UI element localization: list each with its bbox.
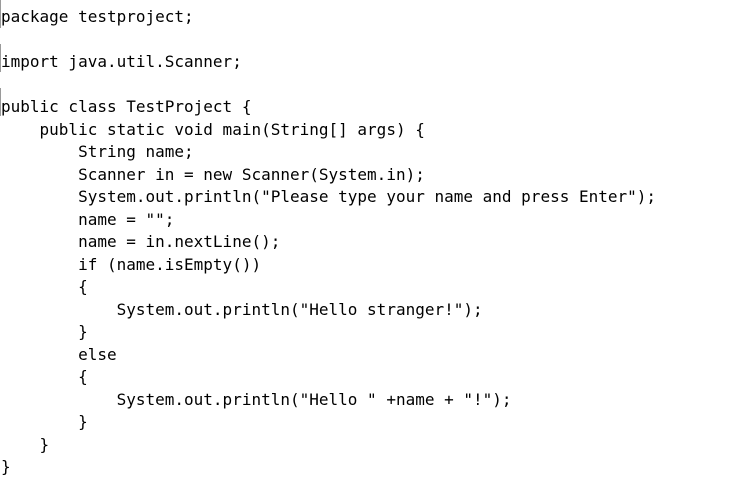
code-line: name = in.nextLine(); bbox=[1, 232, 281, 251]
code-line: } bbox=[1, 322, 88, 341]
code-line: } bbox=[1, 412, 88, 431]
code-line: if (name.isEmpty()) bbox=[1, 254, 262, 274]
code-line: public static void main(String[] args) { bbox=[1, 119, 425, 139]
code-line: { bbox=[1, 277, 88, 296]
code-line: } bbox=[1, 434, 50, 454]
code-line bbox=[1, 74, 656, 97]
code-line: System.out.println("Hello stranger!"); bbox=[1, 299, 483, 319]
code-line: import java.util.Scanner; bbox=[1, 52, 242, 71]
line-marker bbox=[0, 44, 1, 72]
line-marker bbox=[0, 88, 1, 116]
code-line: { bbox=[1, 367, 88, 386]
code-line: System.out.println("Please type your nam… bbox=[1, 187, 657, 206]
code-text[interactable]: package testproject; import java.util.Sca… bbox=[1, 6, 656, 479]
code-line: } bbox=[1, 457, 11, 476]
code-line: else bbox=[1, 344, 117, 364]
code-line: name = ""; bbox=[1, 209, 175, 229]
code-line: public class TestProject { bbox=[1, 97, 252, 116]
code-line: package testproject; bbox=[1, 7, 194, 26]
line-marker bbox=[0, 0, 1, 28]
code-line bbox=[1, 29, 656, 52]
code-line: System.out.println("Hello " +name + "!")… bbox=[1, 389, 512, 409]
code-line: String name; bbox=[1, 142, 194, 161]
code-line: Scanner in = new Scanner(System.in); bbox=[1, 164, 425, 184]
